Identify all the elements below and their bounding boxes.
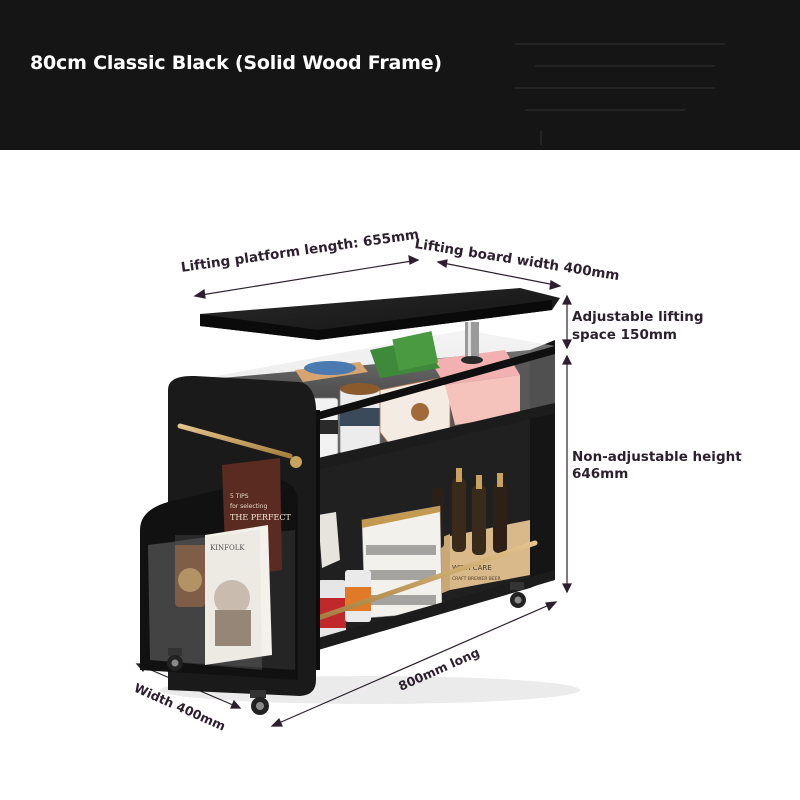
- fixed-height-label-2: 646mm: [572, 466, 629, 482]
- gold-handle: [177, 423, 293, 459]
- book-text-2: for selecting: [230, 503, 267, 510]
- dimension-line-lifting-space: [562, 294, 572, 350]
- magazine-title: KINFOLK: [210, 544, 245, 552]
- cart-illustration: WITH CARE CRAFT BREWER BEER: [135, 255, 580, 727]
- fixed-height-label-1: Non-adjustable height: [572, 449, 742, 465]
- caster-wheel-back-left: [167, 648, 183, 671]
- gold-knob: [290, 456, 302, 468]
- book-text-1: 5 TIPS: [230, 493, 249, 500]
- lift-column: [465, 322, 479, 360]
- product-variant-title: 80cm Classic Black (Solid Wood Frame): [30, 52, 442, 74]
- books: 5 TIPS for selecting THE PERFECT KINFOLK: [175, 458, 291, 665]
- dimension-line-platform: [193, 255, 420, 299]
- caster-wheel-front-left: [250, 690, 269, 715]
- lifting-space-label-1: Adjustable lifting: [572, 309, 704, 325]
- top-banner: 80cm Classic Black (Solid Wood Frame): [0, 0, 800, 150]
- lifting-board: [200, 288, 560, 340]
- faded-background-text: [515, 35, 745, 145]
- box-label: WITH CARE: [452, 564, 492, 572]
- caster-wheel-front-right: [510, 582, 526, 608]
- product-photo: WITH CARE CRAFT BREWER BEER: [0, 150, 800, 800]
- book-text-3: THE PERFECT: [230, 513, 291, 522]
- lifting-space-label-2: space 150mm: [572, 327, 677, 343]
- dimension-line-length: [270, 601, 558, 727]
- box-sublabel: CRAFT BREWER BEER: [452, 576, 501, 582]
- dimension-line-fixed-height: [562, 354, 572, 594]
- dimension-line-board-width: [436, 259, 562, 290]
- items-lower: WITH CARE CRAFT BREWER BEER: [318, 468, 530, 640]
- gold-rail-front: [315, 540, 538, 621]
